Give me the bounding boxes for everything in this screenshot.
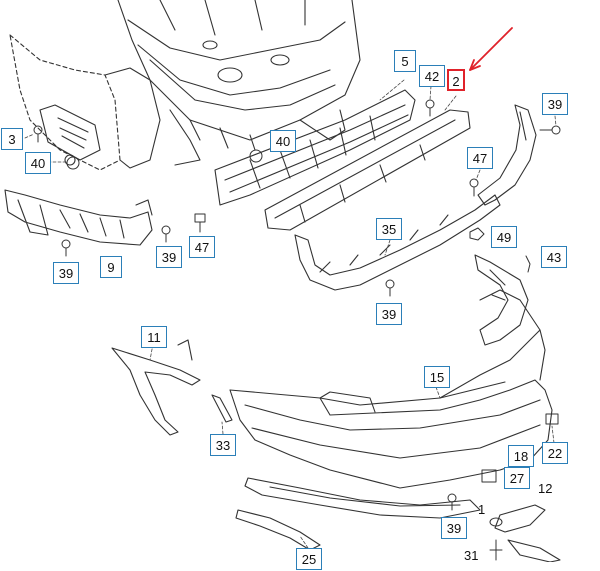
left-quarter-panel [9,34,161,171]
bumper-guide-center [294,194,501,291]
bumper-cover [229,289,553,489]
highlight-arrow [469,27,513,71]
callout-40-center[interactable]: 40 [270,130,296,152]
callout-5[interactable]: 5 [394,50,416,72]
callout-35[interactable]: 35 [376,218,402,240]
callout-49[interactable]: 49 [491,226,517,248]
callout-3[interactable]: 3 [1,128,23,150]
callout-25[interactable]: 25 [296,548,322,570]
fasteners [33,99,561,561]
callout-9[interactable]: 9 [100,256,122,278]
bumper-carrier [214,89,416,206]
callout-22[interactable]: 22 [542,442,568,464]
right-lower-bracket [494,504,561,562]
callout-47-left[interactable]: 47 [189,236,215,258]
lower-valance [244,477,481,519]
callout-42[interactable]: 42 [419,65,445,87]
callout-39-center[interactable]: 39 [376,303,402,325]
lower-trim-strip [235,509,321,551]
callout-39-bottom[interactable]: 39 [441,517,467,539]
callout-33[interactable]: 33 [210,434,236,456]
callout-39-mid-left[interactable]: 39 [156,246,182,268]
callout-15[interactable]: 15 [424,366,450,388]
left-bumper-bracket [4,189,153,246]
left-trim-strip [111,339,201,436]
callout-39-left[interactable]: 39 [53,262,79,284]
callout-11[interactable]: 11 [141,326,167,348]
callout-27[interactable]: 27 [504,467,530,489]
callout-43[interactable]: 43 [541,246,567,268]
reflector-strip [211,394,233,423]
callout-39-top-right[interactable]: 39 [542,93,568,115]
right-bumper-bracket [477,104,537,206]
label-1: 1 [478,502,486,517]
label-31: 31 [464,548,479,563]
label-12: 12 [538,481,553,496]
energy-absorber [264,109,471,231]
callout-40-left[interactable]: 40 [25,152,51,174]
rear-body-structure [117,0,361,166]
callout-47-right[interactable]: 47 [467,147,493,169]
right-guide-bracket [474,254,529,346]
callout-18[interactable]: 18 [508,445,534,467]
callout-2[interactable]: 2 [447,69,465,91]
